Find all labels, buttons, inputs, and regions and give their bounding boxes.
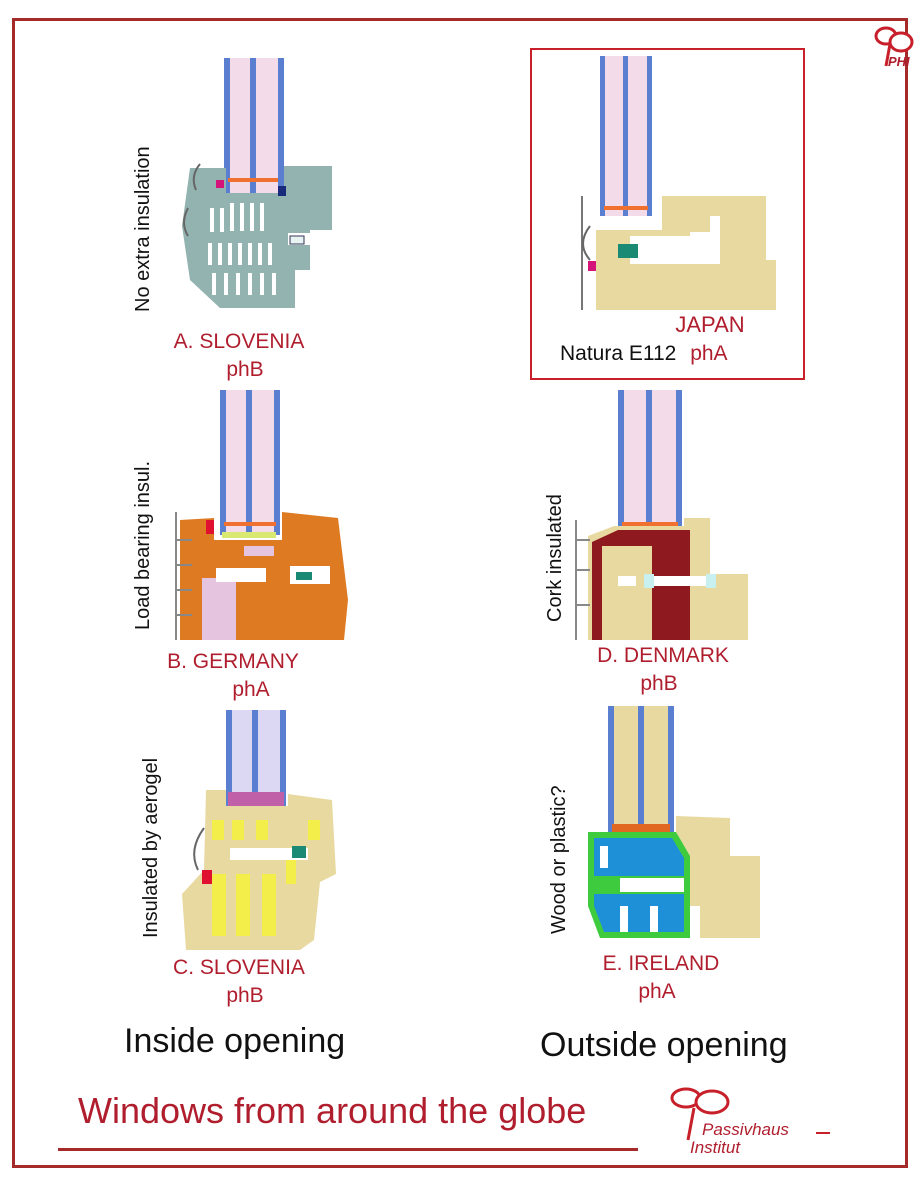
page-title: Windows from around the globe [78, 1090, 587, 1131]
caption-b-rating: phA [232, 678, 270, 701]
side-label-d: Cork insulated [544, 494, 566, 622]
side-label-a: No extra insulation [132, 146, 154, 312]
caption-e-country: IRELAND [628, 952, 720, 975]
caption-c-rating: phB [226, 984, 264, 1007]
caption-e: E. IRELAND [586, 952, 736, 976]
caption-c: C. SLOVENIA [164, 956, 314, 980]
caption-c-letter: C. [173, 956, 195, 979]
column-label-outside: Outside opening [540, 1026, 788, 1064]
caption-japan-rating: phA [690, 342, 728, 365]
passivhaus-logo-line1: Passivhaus [702, 1120, 789, 1139]
caption-b-country: GERMANY [192, 650, 299, 673]
caption-a-country: SLOVENIA [199, 330, 305, 353]
caption-c-country: SLOVENIA [199, 956, 305, 979]
page-frame [12, 18, 908, 1168]
caption-japan-line: Natura E112 phA [560, 342, 728, 366]
passivhaus-logo-icon [670, 1087, 730, 1141]
caption-e-rating: phA [638, 980, 676, 1003]
phi-logo-label: PHI [888, 54, 910, 69]
caption-japan-country: JAPAN [675, 312, 745, 337]
caption-b: B. GERMANY [158, 650, 308, 674]
caption-a-rating: phB [226, 358, 264, 381]
caption-e-letter: E. [602, 952, 623, 975]
column-label-inside: Inside opening [124, 1022, 346, 1060]
phi-logo-icon [874, 26, 914, 67]
japan-highlight-box [530, 48, 805, 380]
title-underline [58, 1148, 638, 1151]
caption-japan-model: Natura E112 [560, 342, 677, 365]
caption-d: D. DENMARK [588, 644, 738, 668]
side-label-b: Load bearing insul. [132, 460, 154, 630]
passivhaus-logo-line2: Institut [690, 1138, 741, 1157]
phi-logo-corner: PHI [868, 14, 918, 74]
side-label-c: Insulated by aerogel [140, 757, 162, 938]
side-label-e: Wood or plastic? [548, 785, 570, 934]
caption-a-letter: A. [173, 330, 194, 353]
caption-d-country: DENMARK [623, 644, 729, 667]
caption-d-letter: D. [597, 644, 619, 667]
caption-a: A. SLOVENIA [164, 330, 314, 354]
passivhaus-logo-dash [816, 1132, 830, 1134]
passivhaus-logo: Passivhaus Institut [662, 1080, 842, 1160]
caption-b-letter: B. [167, 650, 187, 673]
caption-d-rating: phB [640, 672, 678, 695]
